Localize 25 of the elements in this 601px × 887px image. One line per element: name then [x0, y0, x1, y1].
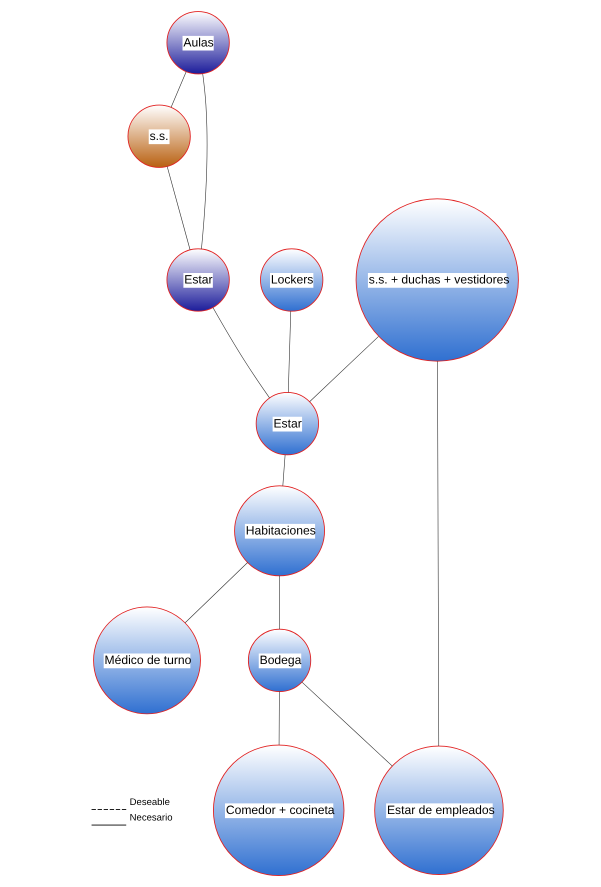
connector	[170, 71, 187, 108]
connector	[279, 575, 280, 630]
node-circle: Bodega	[248, 628, 312, 692]
node-circle: Aulas	[166, 11, 230, 74]
connector	[309, 336, 379, 402]
node-circle: Médico de turno	[93, 606, 201, 714]
connector	[278, 691, 280, 746]
connector	[282, 454, 286, 486]
connector	[166, 166, 190, 250]
connector	[184, 562, 248, 624]
connector	[302, 682, 393, 766]
node-circle: Lockers	[260, 248, 324, 312]
node-circle: s.s. + duchas + vestidores	[356, 198, 519, 362]
node-circle: Habitaciones	[234, 485, 325, 576]
node-circle: Estar	[256, 392, 319, 456]
legend-label: Necesario	[130, 812, 173, 824]
node-circle: Comedor + cocineta	[212, 744, 344, 876]
connector	[201, 74, 208, 250]
connector	[437, 361, 440, 746]
node-circle: Estar de empleados	[374, 746, 504, 876]
connector	[288, 311, 292, 393]
node-circle: Estar	[166, 248, 230, 312]
connector	[212, 307, 270, 398]
legend-label: Deseable	[130, 796, 170, 808]
node-circle: s.s.	[128, 104, 191, 168]
